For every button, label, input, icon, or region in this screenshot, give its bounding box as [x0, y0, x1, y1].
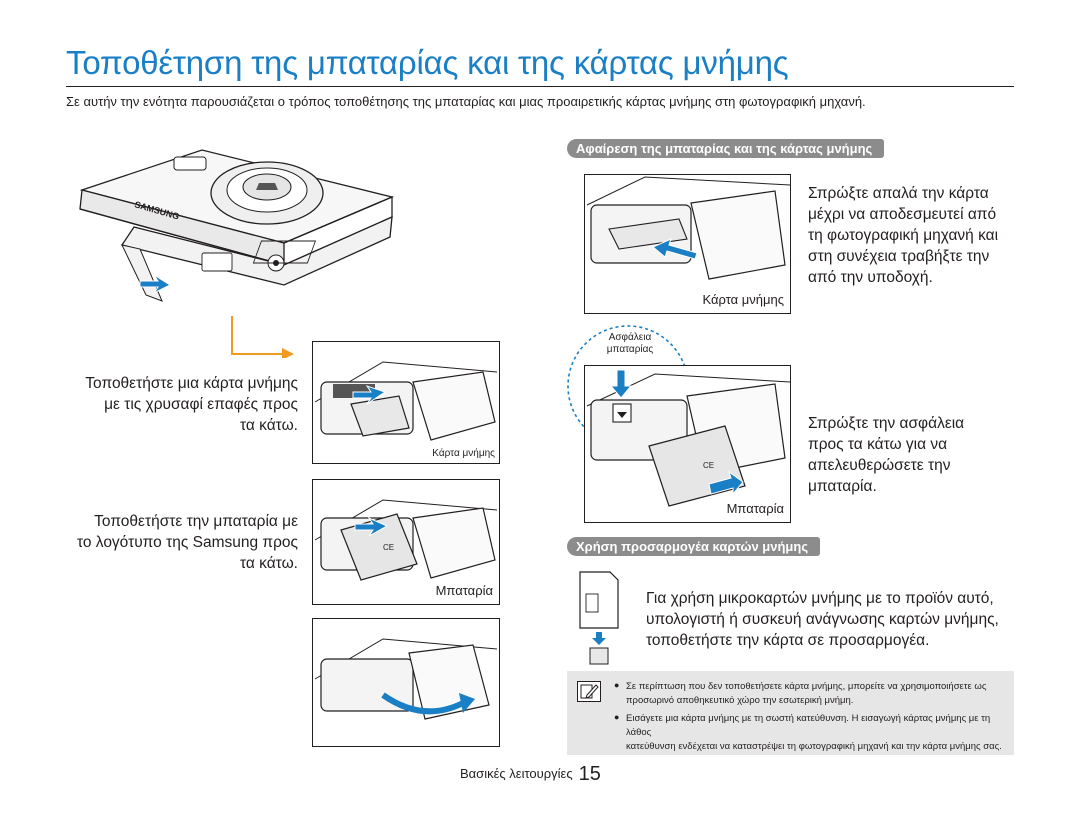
text-line: τοποθετήστε την κάρτα σε προσαρμογέα.: [646, 632, 930, 649]
step-insert-card-text: Τοποθετήστε μια κάρτα μνήμης με τις χρυσ…: [40, 373, 298, 436]
text-line: με τις χρυσαφί επαφές προς: [104, 396, 298, 413]
text-line: Εισάγετε μια κάρτα μνήμης με τη σωστή κα…: [626, 713, 991, 738]
remove-card-text: Σπρώξτε απαλά την κάρτα μέχρι να αποδεσμ…: [808, 183, 1018, 288]
text-line: μπαταρία.: [808, 478, 877, 495]
footer-label: Βασικές λειτουργίες: [460, 766, 573, 781]
note-pencil-icon: [577, 681, 601, 702]
text-line: απελευθερώσετε την: [808, 457, 951, 474]
text-line: Σε περίπτωση που δεν τοποθετήσετε κάρτα …: [626, 681, 987, 692]
text-line: υπολογιστή ή συσκευή ανάγνωσης καρτών μν…: [646, 611, 999, 628]
text-line: το λογότυπο της Samsung προς: [76, 534, 298, 551]
text-line: στη συνέχεια τραβήξτε την: [808, 248, 990, 265]
text-line: Τοποθετήστε μια κάρτα μνήμης: [85, 375, 298, 392]
page-number: 15: [578, 763, 601, 785]
section-remove-title: Αφαίρεση της μπαταρίας και της κάρτας μν…: [567, 139, 885, 158]
battery-caption: Μπαταρία: [435, 583, 493, 598]
page-title: Τοποθέτηση της μπαταρίας και της κάρτας …: [66, 44, 789, 81]
adapter-text: Για χρήση μικροκαρτών μνήμης με το προϊό…: [646, 588, 1018, 651]
remove-card-caption: Κάρτα μνήμης: [702, 292, 784, 307]
svg-text:CE: CE: [703, 461, 714, 470]
text-line: κατεύθυνση ενδέχεται να καταστρέψει τη φ…: [626, 741, 1002, 752]
card-caption: Κάρτα μνήμης: [432, 448, 495, 459]
note-item: ● Εισάγετε μια κάρτα μνήμης με τη σωστή …: [614, 712, 1010, 754]
text-line: μπαταρίας: [606, 344, 654, 355]
card-adapter-illustration: [574, 570, 624, 671]
camera-bottom-illustration: SAMSUNG: [62, 135, 407, 315]
text-line: προσωρινό αποθηκευτικό χώρο την εσωτερικ…: [626, 695, 854, 706]
close-cover-figure: [312, 618, 500, 747]
text-line: Ασφάλεια: [608, 332, 652, 343]
remove-battery-caption: Μπαταρία: [726, 501, 784, 516]
text-line: από την υποδοχή.: [808, 269, 933, 286]
text-line: τα κάτω.: [239, 555, 298, 572]
svg-text:CE: CE: [383, 543, 394, 552]
text-line: Για χρήση μικροκαρτών μνήμης με το προϊό…: [646, 590, 994, 607]
orange-guide-arrow: [228, 316, 298, 363]
remove-battery-figure: CE Μπαταρία: [584, 365, 791, 523]
text-line: μέχρι να αποδεσμευτεί από: [808, 206, 997, 223]
bullet: ●: [614, 680, 620, 690]
battery-lock-label: Ασφάλεια μπαταρίας: [606, 332, 654, 356]
title-divider: [66, 86, 1014, 87]
text-line: Σπρώξτε απαλά την κάρτα: [808, 185, 989, 202]
section-adapter-title: Χρήση προσαρμογέα καρτών μνήμης: [567, 537, 821, 556]
insert-battery-figure: CE Μπαταρία: [312, 479, 500, 605]
insert-card-figure: Κάρτα μνήμης: [312, 341, 500, 464]
notes-panel: [567, 671, 1014, 755]
page-footer: Βασικές λειτουργίες 15: [460, 763, 601, 786]
remove-card-figure: Κάρτα μνήμης: [584, 174, 791, 314]
bullet: ●: [614, 712, 620, 722]
text-line: τα κάτω.: [239, 417, 298, 434]
intro-text: Σε αυτήν την ενότητα παρουσιάζεται ο τρό…: [66, 94, 866, 109]
notes-list: ● Σε περίπτωση που δεν τοποθετήσετε κάρτ…: [614, 680, 1010, 754]
step-insert-battery-text: Τοποθετήστε την μπαταρία με το λογότυπο …: [40, 511, 298, 574]
text-line: προς τα κάτω για να: [808, 436, 948, 453]
text-line: τη φωτογραφική μηχανή και: [808, 227, 999, 244]
note-item: ● Σε περίπτωση που δεν τοποθετήσετε κάρτ…: [614, 680, 1010, 708]
text-line: Σπρώξτε την ασφάλεια: [808, 415, 965, 432]
remove-battery-text: Σπρώξτε την ασφάλεια προς τα κάτω για να…: [808, 413, 1018, 497]
text-line: Τοποθετήστε την μπαταρία με: [94, 513, 298, 530]
